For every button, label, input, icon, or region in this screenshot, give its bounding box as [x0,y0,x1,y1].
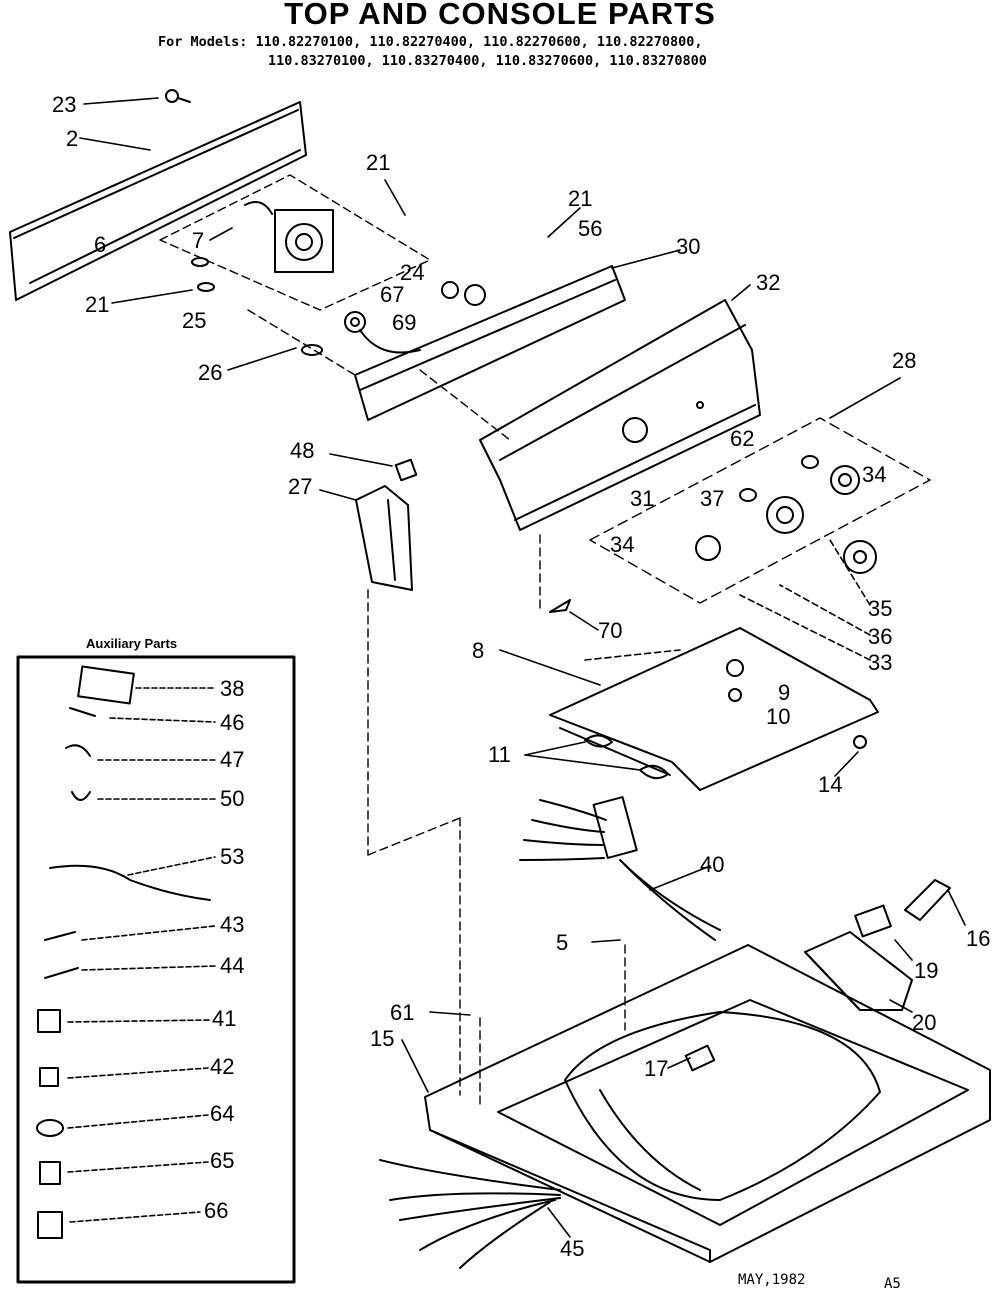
aux-callout-50: 50 [220,786,245,811]
aux-callout-43: 43 [220,912,245,937]
callout-2: 2 [66,126,79,151]
callout-9: 9 [778,680,791,705]
knob-parts [695,455,877,574]
callout-70: 70 [598,618,623,643]
diagram-title: TOP AND CONSOLE PARTS [284,0,716,31]
callout-8: 8 [472,638,485,663]
callout-61: 61 [390,1000,415,1025]
callout-35: 35 [868,596,893,621]
wire-harness-part [519,796,721,941]
console-backguard-part [479,299,761,531]
callout-37: 37 [700,486,725,511]
aux-callout-65: 65 [210,1148,235,1173]
aux-callout-66: 66 [204,1198,229,1223]
callout-34-left: 34 [610,532,635,557]
auxiliary-parts-box [16,655,296,1284]
aux-callout-38: 38 [220,676,245,701]
mounting-plate-part [549,627,879,791]
callout-19: 19 [914,958,939,983]
callout-24: 24 [400,260,425,285]
back-panel-part [9,101,307,301]
console-rail-part [354,265,626,421]
callout-6: 6 [94,232,107,257]
callout-16: 16 [966,926,991,951]
leader-lines [79,97,966,1238]
footer-code: A5 [884,1276,901,1292]
aux-callout-46: 46 [220,710,245,735]
end-cap-part [355,485,413,591]
callout-31: 31 [630,486,655,511]
callout-20: 20 [912,1010,937,1035]
callout-26: 26 [198,360,223,385]
callout-21-right: 21 [568,186,593,211]
callout-10: 10 [766,704,791,729]
auxiliary-part-drawings [36,665,211,1239]
aux-callout-41: 41 [212,1006,237,1031]
callout-7: 7 [192,228,205,253]
aux-callout-64: 64 [210,1101,235,1126]
callout-69: 69 [392,310,417,335]
footer-date: MAY,1982 [738,1272,806,1288]
timer-assembly-part [244,201,334,273]
callout-34-right: 34 [862,462,887,487]
callout-27: 27 [288,474,313,499]
callout-5: 5 [556,930,569,955]
auxiliary-leader-lines [67,687,216,1223]
models-line-2: 110.83270100, 110.83270400, 110.83270600… [268,53,707,69]
callout-14: 14 [818,772,843,797]
callout-17: 17 [644,1056,669,1081]
aux-callout-53: 53 [220,844,245,869]
callout-11: 11 [488,742,511,767]
callout-21: 21 [85,292,110,317]
callout-15: 15 [370,1026,395,1051]
callout-40: 40 [700,852,725,877]
callout-21-top: 21 [366,150,391,175]
callout-45: 45 [560,1236,585,1261]
callout-30: 30 [676,234,701,259]
lower-harness-part [379,1159,561,1269]
callout-62: 62 [730,426,755,451]
callout-23: 23 [52,92,77,117]
callout-33: 33 [868,650,893,675]
callout-67: 67 [380,282,405,307]
callout-25: 25 [182,308,207,333]
aux-callout-44: 44 [220,953,245,978]
models-line-1: For Models: 110.82270100, 110.82270400, … [158,34,703,50]
screw-part-23 [165,89,191,103]
callout-32: 32 [756,270,781,295]
auxiliary-parts-title: Auxiliary Parts [86,636,178,651]
aux-callout-42: 42 [210,1054,235,1079]
aux-callout-47: 47 [220,747,245,772]
lid-switch-part [804,879,951,1011]
callout-48: 48 [290,438,315,463]
callout-28: 28 [892,348,917,373]
callout-36: 36 [868,624,893,649]
washer-top-lid-part [424,944,991,1263]
dashed-locating-lines [247,309,626,1109]
callout-56: 56 [578,216,603,241]
